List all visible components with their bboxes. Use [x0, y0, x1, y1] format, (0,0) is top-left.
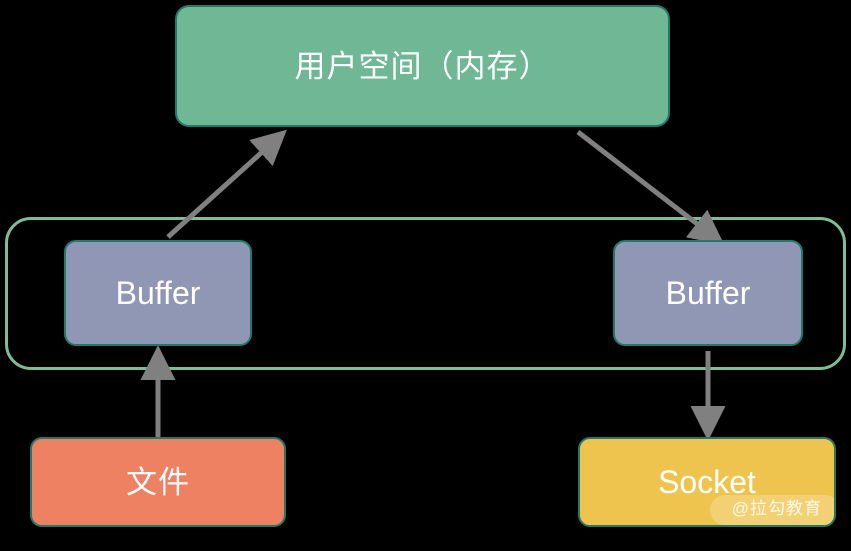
- node-file-label: 文件: [126, 464, 190, 500]
- node-socket-label: Socket: [658, 464, 756, 500]
- node-user-space[interactable]: 用户空间（内存）: [175, 5, 670, 127]
- node-buffer-left-label: Buffer: [115, 275, 201, 311]
- watermark-label: @拉勾教育: [709, 495, 834, 525]
- node-buffer-right-label: Buffer: [665, 275, 751, 311]
- node-buffer-left[interactable]: Buffer: [64, 240, 252, 346]
- node-buffer-right[interactable]: Buffer: [613, 240, 803, 346]
- node-user-space-label: 用户空间（内存）: [294, 48, 551, 84]
- node-socket[interactable]: Socket @拉勾教育: [578, 437, 836, 527]
- node-file[interactable]: 文件: [30, 437, 286, 527]
- kernel-space-container: [5, 217, 846, 370]
